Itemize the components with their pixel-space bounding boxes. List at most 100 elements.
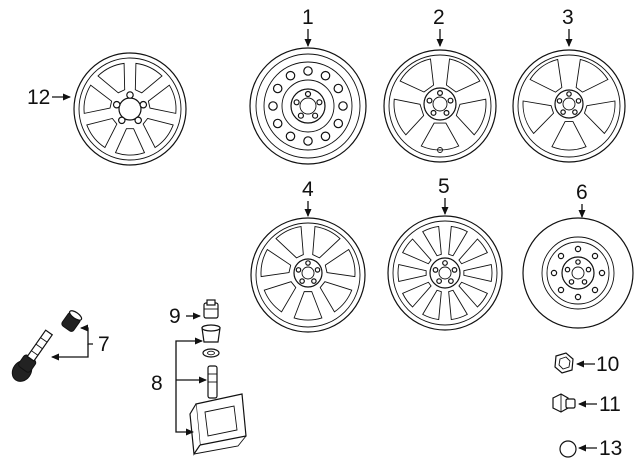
callout-13-label: 13	[599, 437, 622, 460]
steel-wheel-icon[interactable]	[249, 47, 367, 165]
alloy3-lug	[572, 109, 578, 115]
callout-10-label: 10	[596, 353, 619, 376]
alloy2-window	[399, 58, 435, 93]
steel-vent-hole	[333, 118, 344, 129]
spare-lug	[568, 279, 575, 285]
alloy4-lug	[299, 278, 305, 284]
callout-5: 5	[438, 175, 450, 215]
alloy3-window	[575, 58, 609, 93]
steel-vent-hole	[285, 70, 296, 81]
alloy4-window	[312, 226, 341, 259]
alloy-wheel-5-split-spoke-icon[interactable]	[512, 49, 626, 163]
callout-2-label: 2	[433, 6, 445, 29]
cover-lug	[126, 91, 134, 99]
spare-slot	[550, 269, 558, 277]
alloy5-lug	[442, 260, 448, 266]
locking-lug-nut-icon[interactable]	[552, 393, 576, 413]
callout-6-label: 6	[576, 181, 588, 204]
alloy5-window	[402, 281, 432, 308]
alloy3-lug	[575, 98, 582, 104]
callout-1: 1	[302, 6, 314, 47]
alloy4-lug	[314, 267, 321, 273]
alloy-wheel-10-spoke-icon[interactable]	[387, 215, 503, 331]
alloy4-window	[319, 281, 353, 313]
callout-8-arrow-body	[175, 383, 194, 436]
steel-vent-hole	[320, 70, 331, 81]
callout-12-label: 12	[27, 86, 50, 109]
steel-lug-hole	[293, 99, 300, 106]
alloy3-window	[529, 58, 563, 93]
steel-lug-hole	[312, 112, 319, 119]
alloy5-window	[458, 281, 488, 308]
tpms-sensor-icon[interactable]	[189, 365, 247, 456]
alloy4-lug	[311, 278, 317, 284]
cover-lug	[139, 100, 148, 109]
callout-13: 13	[578, 437, 622, 460]
spare-slot	[574, 245, 582, 253]
spare-slot	[574, 293, 582, 301]
cover-vent	[83, 84, 113, 114]
cover-lug	[118, 116, 126, 125]
steel-vent-hole	[303, 66, 313, 76]
steel-vent-hole	[268, 101, 278, 111]
callout-1-label: 1	[302, 6, 314, 29]
alloy4-window	[324, 248, 356, 278]
spare-wheel-icon[interactable]	[522, 217, 634, 329]
alloy5-window	[402, 238, 432, 265]
callout-7-arrow-cap	[80, 324, 93, 345]
callout-3: 3	[562, 6, 574, 47]
alloy2-lug	[437, 89, 444, 96]
alloy4-lug	[305, 260, 311, 266]
callout-4-label: 4	[302, 178, 314, 201]
steel-lug-hole	[304, 90, 312, 98]
steel-vent-hole	[272, 118, 283, 129]
alloy3-lug	[556, 98, 563, 104]
alloy2-lug	[443, 109, 450, 116]
lug-nut-icon[interactable]	[554, 352, 574, 374]
callout-8-arrow-grommet	[175, 337, 203, 383]
alloy4-lug	[295, 267, 302, 273]
cover-lug	[134, 116, 143, 125]
callout-11-label: 11	[599, 393, 621, 416]
alloy3-lug	[560, 109, 566, 115]
alloy5-window	[458, 238, 488, 265]
alloy5-lug	[448, 278, 454, 285]
alloy4-window	[260, 248, 292, 278]
callout-7: 7	[51, 324, 110, 361]
wheel-cover-icon[interactable]	[73, 52, 187, 166]
alloy5-window	[422, 225, 442, 257]
steel-lug-hole	[297, 112, 304, 119]
callout-5-label: 5	[438, 175, 450, 198]
cover-vent	[147, 84, 177, 114]
cover-lug	[112, 100, 121, 109]
sensor-valve-cap-icon[interactable]	[201, 299, 221, 358]
alloy-wheel-7-spoke-icon[interactable]	[250, 217, 366, 333]
cover-vent	[86, 117, 118, 149]
steel-vent-hole	[272, 83, 283, 94]
alloy3-window	[583, 100, 616, 135]
alloy3-window	[551, 121, 587, 151]
steel-vent-hole	[338, 101, 348, 111]
washer-icon[interactable]	[559, 440, 577, 458]
cover-vent	[142, 117, 174, 149]
callout-8-label: 8	[151, 372, 163, 395]
callout-6: 6	[576, 181, 588, 218]
callout-12: 12	[27, 86, 71, 109]
callout-4: 4	[302, 178, 314, 217]
cover-vent	[97, 62, 126, 94]
callout-2: 2	[433, 6, 445, 47]
alloy5-window	[448, 225, 468, 257]
spare-slot	[557, 286, 565, 294]
alloy2-window	[445, 58, 481, 93]
spare-slot	[591, 252, 599, 260]
spare-slot	[557, 252, 565, 260]
callout-9-label: 9	[169, 305, 181, 328]
spare-lug	[581, 279, 588, 285]
alloy2-window	[393, 98, 425, 136]
cover-vent	[134, 62, 163, 94]
alloy-wheel-5-spoke-icon[interactable]	[383, 49, 497, 163]
alloy5-window	[463, 264, 493, 282]
valve-stem-icon[interactable]	[8, 309, 83, 385]
steel-lug-hole	[316, 99, 323, 106]
